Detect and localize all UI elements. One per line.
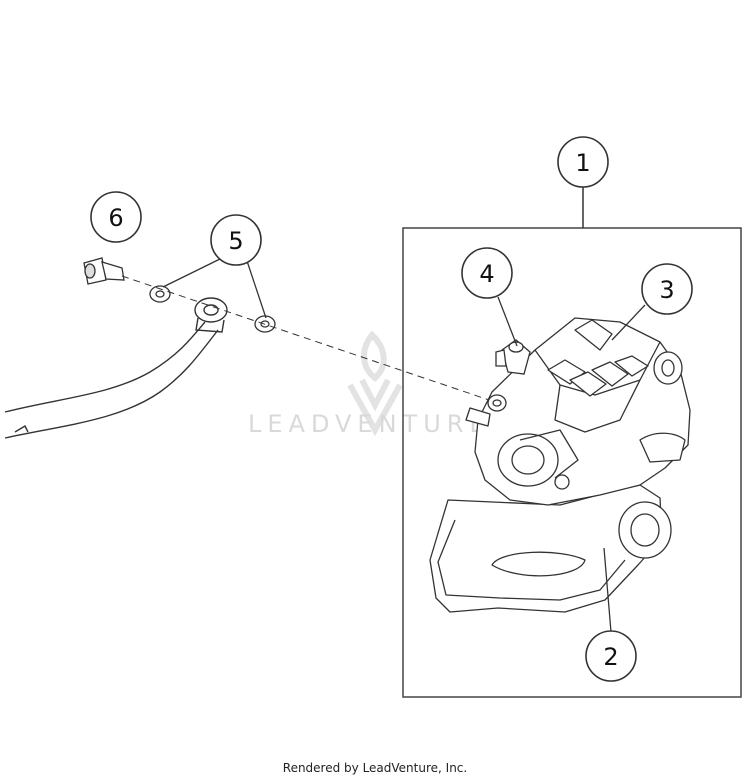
assembly-box (402, 227, 742, 698)
callout-1-label: 1 (575, 149, 590, 177)
callout-2-leader (603, 547, 612, 633)
callout-4-label: 4 (479, 260, 494, 288)
callout-4-leader (497, 296, 518, 347)
watermark: LEADVENTURE (248, 330, 491, 438)
brake-caliper-assembly (429, 317, 691, 613)
assembly-axis-line (121, 275, 496, 403)
callout-3-label: 3 (659, 276, 674, 304)
callout-leaders (497, 296, 646, 633)
callout-2: 2 (585, 630, 637, 682)
footer-credit: Rendered by LeadVenture, Inc. (282, 761, 468, 775)
callout-6: 6 (90, 191, 142, 243)
callout-6-label: 6 (108, 204, 123, 232)
brake-hose (4, 297, 228, 439)
callout-5: 5 (210, 214, 262, 266)
callout-3: 3 (641, 263, 693, 315)
banjo-bolt-part-6 (83, 257, 125, 285)
callout-5-label: 5 (228, 227, 243, 255)
callout-5-leaders (162, 257, 267, 319)
bleed-screw-part-4 (495, 339, 531, 375)
callout-2-label: 2 (603, 643, 618, 671)
watermark-logo-icon (347, 330, 403, 437)
callout-4: 4 (461, 247, 513, 299)
callout-3-leader (611, 304, 646, 341)
callout-1: 1 (557, 136, 609, 188)
watermark-text: LEADVENTURE (248, 410, 491, 438)
